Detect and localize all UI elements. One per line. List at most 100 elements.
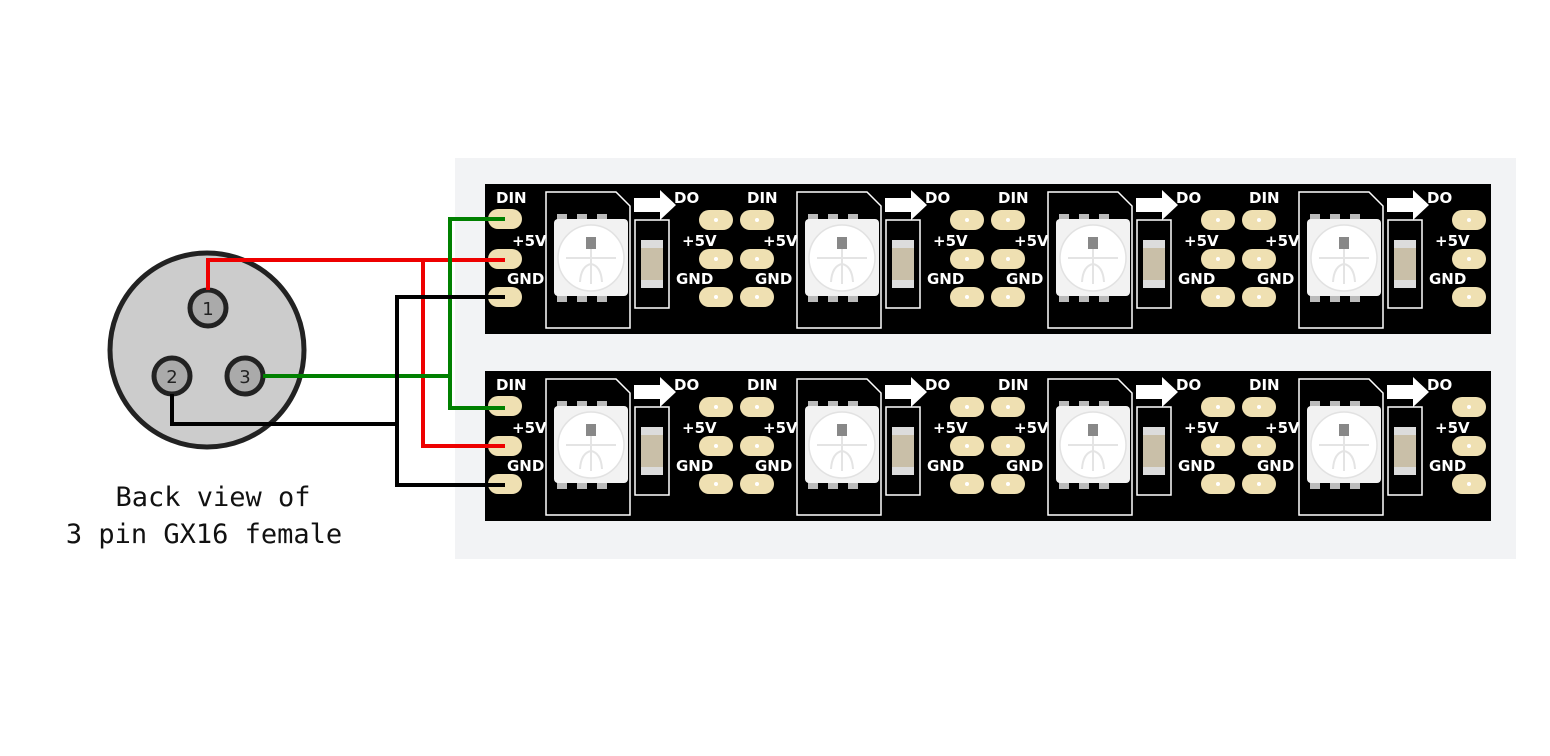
led-die xyxy=(1339,424,1349,436)
capacitor-cap xyxy=(892,240,914,248)
pad-vcc-next-via xyxy=(755,257,759,261)
capacitor xyxy=(1394,427,1416,475)
led-outline xyxy=(1298,191,1384,329)
capacitor-cap xyxy=(892,280,914,288)
led-outline xyxy=(796,191,882,329)
capacitor-outline xyxy=(1387,406,1423,496)
led-die xyxy=(1088,237,1098,249)
label-do: DO xyxy=(1176,376,1201,394)
capacitor xyxy=(641,240,663,288)
led-pin xyxy=(808,214,818,222)
gnd-wire xyxy=(170,394,397,426)
led-pin xyxy=(848,294,858,302)
pad-vcc-next-via xyxy=(755,444,759,448)
led-pin xyxy=(1059,481,1069,489)
direction-arrow-icon xyxy=(1136,377,1178,407)
data-wire-branch xyxy=(448,217,505,410)
capacitor-cap xyxy=(641,467,663,475)
pad-gnd-out-via xyxy=(965,482,969,486)
led-die-traces xyxy=(1068,246,1118,284)
led-die xyxy=(586,237,596,249)
wires xyxy=(170,217,505,487)
led-pin xyxy=(1350,481,1360,489)
label-vcc-next: +5V xyxy=(763,232,798,250)
led-pin xyxy=(597,481,607,489)
pad-din-next-via xyxy=(755,218,759,222)
led-pin xyxy=(1310,214,1320,222)
led-die xyxy=(586,424,596,436)
label-gnd-out: GND xyxy=(927,457,964,475)
label-vcc: +5V xyxy=(512,419,547,437)
caption-line-1: Back view of xyxy=(115,482,310,513)
led-die xyxy=(837,424,847,436)
led-die-traces xyxy=(817,246,867,284)
label-din-next: DIN xyxy=(998,189,1029,207)
label-vcc: +5V xyxy=(512,232,547,250)
pad-do-via xyxy=(714,405,718,409)
led-pin xyxy=(577,481,587,489)
pad-gnd-next-via xyxy=(755,482,759,486)
label-vcc-next: +5V xyxy=(763,419,798,437)
label-vcc-out: +5V xyxy=(1435,232,1470,250)
label-vcc-out: +5V xyxy=(933,232,968,250)
label-gnd-out: GND xyxy=(1178,270,1215,288)
direction-arrow-icon xyxy=(634,190,676,220)
led-pin xyxy=(597,214,607,222)
pad-vcc-next-via xyxy=(1006,257,1010,261)
capacitor xyxy=(892,240,914,288)
led-die xyxy=(1088,424,1098,436)
pin-1-label: 1 xyxy=(202,299,213,320)
label-gnd-out: GND xyxy=(1429,457,1466,475)
label-din-next: DIN xyxy=(998,376,1029,394)
led-die xyxy=(837,237,847,249)
label-gnd-out: GND xyxy=(927,270,964,288)
pad-gnd-next-via xyxy=(1006,295,1010,299)
label-din-next: DIN xyxy=(747,189,778,207)
label-din-next: DIN xyxy=(1249,189,1280,207)
label-gnd-next: GND xyxy=(1257,457,1294,475)
capacitor-cap xyxy=(1143,427,1165,435)
label-vcc-out: +5V xyxy=(682,419,717,437)
led-pin xyxy=(1310,401,1320,409)
led-outline xyxy=(545,191,631,329)
capacitor-outline xyxy=(1387,219,1423,309)
vcc-wire-branch xyxy=(421,260,505,448)
label-gnd-out: GND xyxy=(1178,457,1215,475)
pad-vcc-next-via xyxy=(1006,444,1010,448)
led-pin xyxy=(1310,481,1320,489)
label-gnd-out: GND xyxy=(676,270,713,288)
capacitor-cap xyxy=(1394,467,1416,475)
led-die xyxy=(1339,237,1349,249)
capacitor-cap xyxy=(1143,240,1165,248)
label-gnd: GND xyxy=(507,270,544,288)
led-pin xyxy=(808,481,818,489)
pad-din-next-via xyxy=(1257,218,1261,222)
pad-gnd-next-via xyxy=(1257,295,1261,299)
led-pin xyxy=(1059,294,1069,302)
pad-vcc-out-via xyxy=(1216,257,1220,261)
gnd-wire-branch xyxy=(395,295,505,487)
label-do: DO xyxy=(925,376,950,394)
pad-gnd-out-via xyxy=(1216,295,1220,299)
capacitor-outline xyxy=(1136,219,1172,309)
led-pin xyxy=(1099,481,1109,489)
label-gnd-out: GND xyxy=(676,457,713,475)
direction-arrow-icon xyxy=(634,377,676,407)
led-pin xyxy=(848,481,858,489)
pad-gnd-out-via xyxy=(714,482,718,486)
led-pin xyxy=(1079,214,1089,222)
capacitor xyxy=(892,427,914,475)
led-pin xyxy=(597,401,607,409)
led-die-traces xyxy=(1319,246,1369,284)
led-die-traces xyxy=(1319,433,1369,471)
label-do: DO xyxy=(674,189,699,207)
led-pin xyxy=(1099,401,1109,409)
direction-arrow-icon xyxy=(1387,190,1429,220)
